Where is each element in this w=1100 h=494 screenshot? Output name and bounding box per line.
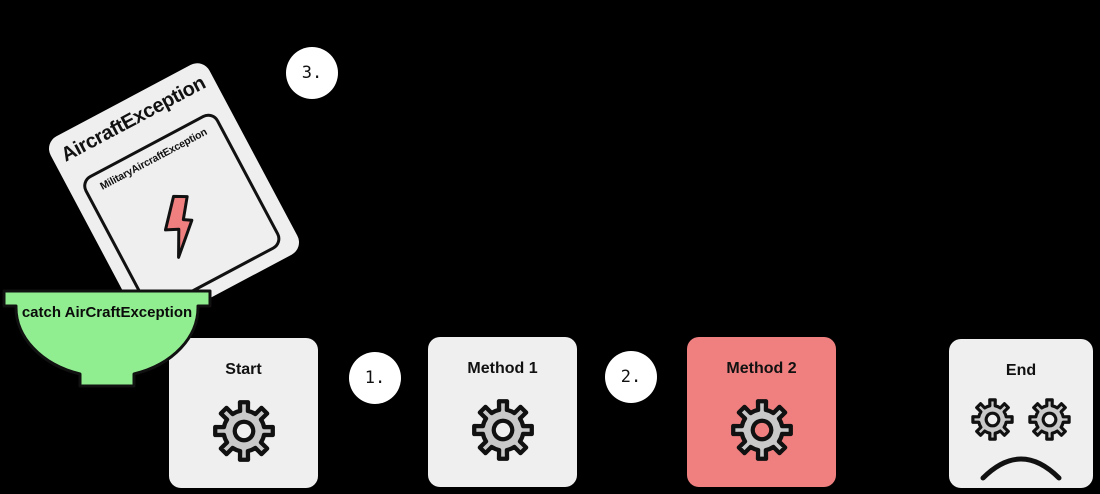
nested-exception-card: MilitaryAircraftException — [79, 109, 285, 316]
step-method-1: Method 1 — [428, 337, 577, 487]
step-method-1-label: Method 1 — [467, 360, 538, 377]
gear-icon — [212, 400, 275, 462]
step-method-2-label: Method 2 — [726, 360, 797, 377]
flow-marker-3: 3. — [286, 47, 338, 99]
flow-marker-2: 2. — [605, 351, 657, 403]
flow-marker-1: 1. — [349, 352, 401, 404]
gear-eye-icon — [1028, 398, 1071, 441]
gear-icon — [730, 399, 793, 461]
step-end: End — [949, 339, 1093, 488]
gear-icon — [471, 399, 534, 461]
flow-marker-1-label: 1. — [364, 368, 386, 388]
step-method-2: Method 2 — [687, 337, 836, 487]
frown-mouth-icon — [980, 456, 1062, 481]
sad-gear-face — [949, 397, 1093, 442]
step-end-label: End — [1005, 362, 1037, 379]
catch-bowl-label: catch AirCraftException — [21, 304, 193, 321]
lightning-bolt-icon — [163, 194, 194, 259]
step-start: Start — [169, 338, 318, 488]
flow-marker-3-label: 3. — [301, 63, 323, 83]
step-start-label: Start — [225, 361, 262, 378]
catch-bowl: catch AirCraftException — [1, 283, 215, 391]
flow-marker-2-label: 2. — [620, 367, 642, 387]
bowl-icon — [2, 289, 212, 388]
gear-eye-icon — [971, 398, 1014, 441]
exception-card: AircraftException MilitaryAircraftExcept… — [44, 58, 304, 333]
